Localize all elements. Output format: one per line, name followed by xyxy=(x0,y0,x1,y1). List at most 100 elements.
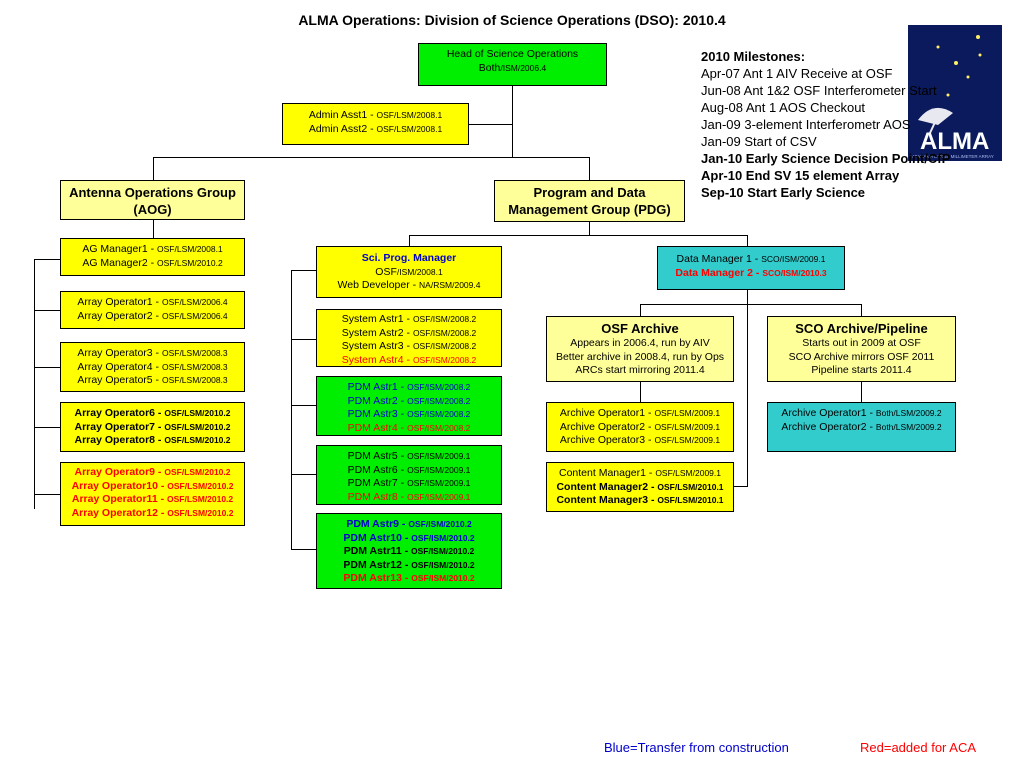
position-label: Array Operator2 - xyxy=(77,309,162,322)
position-code: OSF/LSM/2006.4 xyxy=(161,310,228,321)
position-line: Array Operator10 - OSF/LSM/2010.2 xyxy=(61,480,244,494)
position-line: OSF/ISM/2008.1 xyxy=(317,266,501,280)
position-code: OSF/ISM/2008.2 xyxy=(412,354,477,365)
position-label: System Astr3 - xyxy=(341,340,413,352)
sco-archive-operators-box: Archive Operator1 - Both/LSM/2009.2 Arch… xyxy=(767,402,956,452)
position-label: PDM Astr6 - xyxy=(347,463,408,476)
position-code: OSF/LSM/2010.2 xyxy=(164,408,231,418)
position-code: OSF/LSM/2010.2 xyxy=(164,421,231,432)
position-line: Content Manager3 - OSF/LSM/2010.1 xyxy=(547,494,733,508)
position-label: ARCs start mirroring 2011.4 xyxy=(575,364,705,376)
position-code: OSF/LSM/2008.3 xyxy=(161,348,228,358)
position-line: PDM Astr6 - OSF/ISM/2009.1 xyxy=(317,464,501,478)
position-line: AG Manager1 - OSF/LSM/2008.1 xyxy=(61,243,244,257)
milestone-item: Jan-10 Early Science Decision Point/CfP xyxy=(701,151,951,166)
milestone-item: Sep-10 Start Early Science xyxy=(701,185,866,200)
position-line: Content Manager1 - OSF/LSM/2009.1 xyxy=(547,467,733,481)
position-line: Array Operator8 - OSF/LSM/2010.2 xyxy=(61,434,244,448)
alma-logo: ALMA ATACAMA LARGE MILLIMETER ARRAY xyxy=(908,25,1002,161)
position-code: NA/RSM/2009.4 xyxy=(419,280,481,290)
position-code: OSF/LSM/2010.2 xyxy=(164,467,231,477)
position-code: OSF/ISM/2008.2 xyxy=(407,382,471,392)
head-of-science-operations-box: Head of Science Operations Both/ISM/2006… xyxy=(418,43,607,86)
position-label: Web Developer - xyxy=(337,279,420,291)
position-line: Archive Operator2 - Both/LSM/2009.2 xyxy=(768,421,955,435)
position-code: OSF/ISM/2010.2 xyxy=(411,559,475,570)
position-label: Sci. Prog. Manager xyxy=(361,252,457,264)
milestones-list: 2010 Milestones: Apr-07 Ant 1 AIV Receiv… xyxy=(701,48,950,201)
position-code: OSF/LSM/2009.1 xyxy=(654,421,721,432)
system-astronomers-box: System Astr1 - OSF/ISM/2008.2 System Ast… xyxy=(316,309,502,367)
page-title: ALMA Operations: Division of Science Ope… xyxy=(298,12,726,28)
position-code: Both/LSM/2009.2 xyxy=(875,421,942,432)
position-label: OSF Archive xyxy=(601,321,679,336)
position-label: SCO Archive/Pipeline xyxy=(795,321,928,336)
position-label: Array Operator3 - xyxy=(77,347,162,359)
position-line: System Astr2 - OSF/ISM/2008.2 xyxy=(317,327,501,341)
position-label: PDM Astr8 - xyxy=(347,490,408,503)
position-code: OSF/LSM/2010.2 xyxy=(167,494,234,504)
position-line: Array Operator3 - OSF/LSM/2008.3 xyxy=(61,347,244,361)
position-label: Pipeline starts 2011.4 xyxy=(811,364,912,376)
position-line: Archive Operator1 - OSF/LSM/2009.1 xyxy=(547,407,733,421)
milestones-heading: 2010 Milestones: xyxy=(701,49,806,64)
position-label: PDM Astr9 - xyxy=(346,518,409,530)
position-line: PDM Astr8 - OSF/ISM/2009.1 xyxy=(317,491,501,505)
position-line: Archive Operator1 - Both/LSM/2009.2 xyxy=(768,407,955,421)
position-code: OSF/ISM/2010.2 xyxy=(411,532,475,543)
position-code: OSF/LSM/2008.3 xyxy=(161,375,228,385)
position-label: PDM Astr5 - xyxy=(347,450,408,462)
position-code: OSF/ISM/2008.2 xyxy=(412,341,477,351)
sco-archive-box: SCO Archive/Pipeline Starts out in 2009 … xyxy=(767,316,956,382)
position-code: SCO/ISM/2010.3 xyxy=(762,267,827,278)
logo-text: ATACAMA LARGE MILLIMETER ARRAY xyxy=(912,154,994,159)
head-code: /ISM/2006.4 xyxy=(500,62,547,73)
position-line: PDM Astr13 - OSF/ISM/2010.2 xyxy=(317,572,501,586)
position-line: PDM Astr2 - OSF/ISM/2008.2 xyxy=(317,395,501,409)
legend-blue: Blue=Transfer from construction xyxy=(604,740,789,755)
position-code: OSF/ISM/2008.2 xyxy=(412,327,477,338)
logo-text: ALMA xyxy=(920,128,989,155)
position-label: Array Operator11 - xyxy=(71,493,167,505)
aog-box: Antenna Operations Group (AOG) xyxy=(60,180,245,220)
pdm-astr-9-13-box: PDM Astr9 - OSF/ISM/2010.2 PDM Astr10 - … xyxy=(316,513,502,589)
position-line: System Astr3 - OSF/ISM/2008.2 xyxy=(317,340,501,354)
array-operators-1-2-box: Array Operator1 - OSF/LSM/2006.4 Array O… xyxy=(60,291,245,329)
position-code: OSF/LSM/2010.2 xyxy=(167,480,234,491)
position-code: OSF/LSM/2010.2 xyxy=(157,257,223,268)
milestone-item: Apr-07 Ant 1 AIV Receive at OSF xyxy=(701,66,893,81)
position-line: Archive Operator2 - OSF/LSM/2009.1 xyxy=(547,421,733,435)
position-label: PDM Astr13 - xyxy=(343,572,412,584)
position-label: OSF xyxy=(375,265,397,278)
milestone-item: Jan-09 3-element Interferometr AOS xyxy=(701,117,911,132)
osf-archive-operators-box: Archive Operator1 - OSF/LSM/2009.1 Archi… xyxy=(546,402,734,452)
data-managers-box: Data Manager 1 - SCO/ISM/2009.1 Data Man… xyxy=(657,246,845,290)
position-label: Data Manager 1 - xyxy=(676,253,762,265)
position-label: PDM Astr12 - xyxy=(343,558,412,571)
position-code: OSF/ISM/2010.2 xyxy=(411,573,475,583)
alma-logo-graphic: ALMA ATACAMA LARGE MILLIMETER ARRAY xyxy=(912,35,994,159)
position-code: OSF/ISM/2008.2 xyxy=(407,395,471,406)
position-label: Array Operator4 - xyxy=(77,360,162,373)
position-label: Content Manager1 - xyxy=(559,467,656,479)
milestone-item: Aug-08 Ant 1 AOS Checkout xyxy=(701,100,866,115)
position-line: Array Operator11 - OSF/LSM/2010.2 xyxy=(61,493,244,507)
pdg-box: Program and Data Management Group (PDG) xyxy=(494,180,685,222)
position-line: Array Operator7 - OSF/LSM/2010.2 xyxy=(61,421,244,435)
position-line: Data Manager 2 - SCO/ISM/2010.3 xyxy=(658,267,844,281)
position-label: Appears in 2006.4, run by AIV xyxy=(570,337,710,349)
position-line: PDM Astr10 - OSF/ISM/2010.2 xyxy=(317,532,501,546)
position-code: OSF/LSM/2008.1 xyxy=(376,110,443,120)
position-line: AG Manager2 - OSF/LSM/2010.2 xyxy=(61,257,244,271)
position-line: Array Operator6 - OSF/LSM/2010.2 xyxy=(61,407,244,421)
position-line: Archive Operator3 - OSF/LSM/2009.1 xyxy=(547,434,733,448)
position-code: OSF/ISM/2008.2 xyxy=(412,314,477,324)
position-label: Content Manager2 - xyxy=(556,480,658,493)
milestone-item: Jan-09 Start of CSV xyxy=(701,134,817,149)
position-label: Array Operator9 - xyxy=(74,466,165,478)
milestone-item: Apr-10 End SV 15 element Array xyxy=(701,168,900,183)
milestone-item: Jun-08 Ant 1&2 OSF Interferometer Start xyxy=(701,83,937,98)
position-code: OSF/ISM/2008.2 xyxy=(407,422,471,433)
position-label: AG Manager1 - xyxy=(82,243,158,255)
position-code: OSF/LSM/2008.1 xyxy=(376,123,443,134)
